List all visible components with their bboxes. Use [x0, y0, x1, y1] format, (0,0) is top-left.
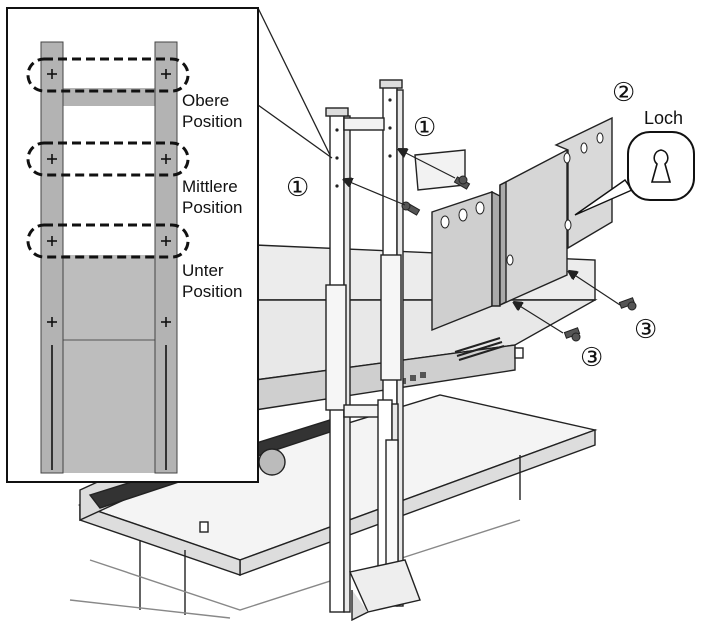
- right-upright-bracket: [349, 399, 421, 621]
- inset-dashed-highlights: [26, 57, 190, 259]
- inset-holes: [47, 69, 171, 327]
- step-1-right-number: ①: [413, 113, 436, 143]
- label-middle-line2: Position: [182, 198, 242, 217]
- arrows: [345, 150, 621, 334]
- label-middle-line1: Mittlere: [182, 177, 238, 196]
- hole-middle-left: [47, 154, 57, 164]
- hole-middle-right: [161, 154, 171, 164]
- vent-slots: [454, 337, 505, 361]
- highlight-lower: [26, 223, 190, 259]
- label-lower-line2: Position: [182, 282, 242, 301]
- hole-upper-right: [161, 69, 171, 79]
- hole-upper-left: [47, 69, 57, 79]
- arrow-step1-right: [400, 150, 456, 179]
- arrow-step3-lower: [515, 303, 564, 334]
- highlight-middle: [26, 141, 190, 177]
- step-3-upper-number: ③: [634, 315, 657, 345]
- arrow-step3-upper: [570, 272, 621, 306]
- screw-3a: [618, 297, 637, 311]
- inset-detail: Obere Position Mittlere Position Unter P…: [6, 7, 259, 483]
- screw-1a: [401, 201, 421, 216]
- inset-callout-lines: [257, 7, 333, 159]
- highlight-upper: [26, 57, 190, 93]
- speaker-grille: [258, 448, 286, 476]
- hole-label: Loch: [644, 108, 683, 128]
- scene: [69, 79, 637, 621]
- label-upper-line2: Position: [182, 112, 242, 131]
- hole-callout: Loch: [574, 108, 695, 216]
- keyhole-icon: [650, 149, 672, 183]
- hole-lower-right: [161, 236, 171, 246]
- label-lower-line1: Unter: [182, 261, 224, 280]
- screw-1b: [453, 175, 471, 190]
- step-2-number: ②: [612, 78, 635, 108]
- step-3-lower-number: ③: [580, 343, 603, 373]
- label-upper-line1: Obere: [182, 91, 229, 110]
- step-1-left-number: ①: [286, 173, 309, 203]
- arrow-step1-left: [345, 180, 406, 206]
- hole-lower-left: [47, 236, 57, 246]
- screw-3b: [563, 327, 581, 342]
- mounting-plates: [414, 116, 613, 332]
